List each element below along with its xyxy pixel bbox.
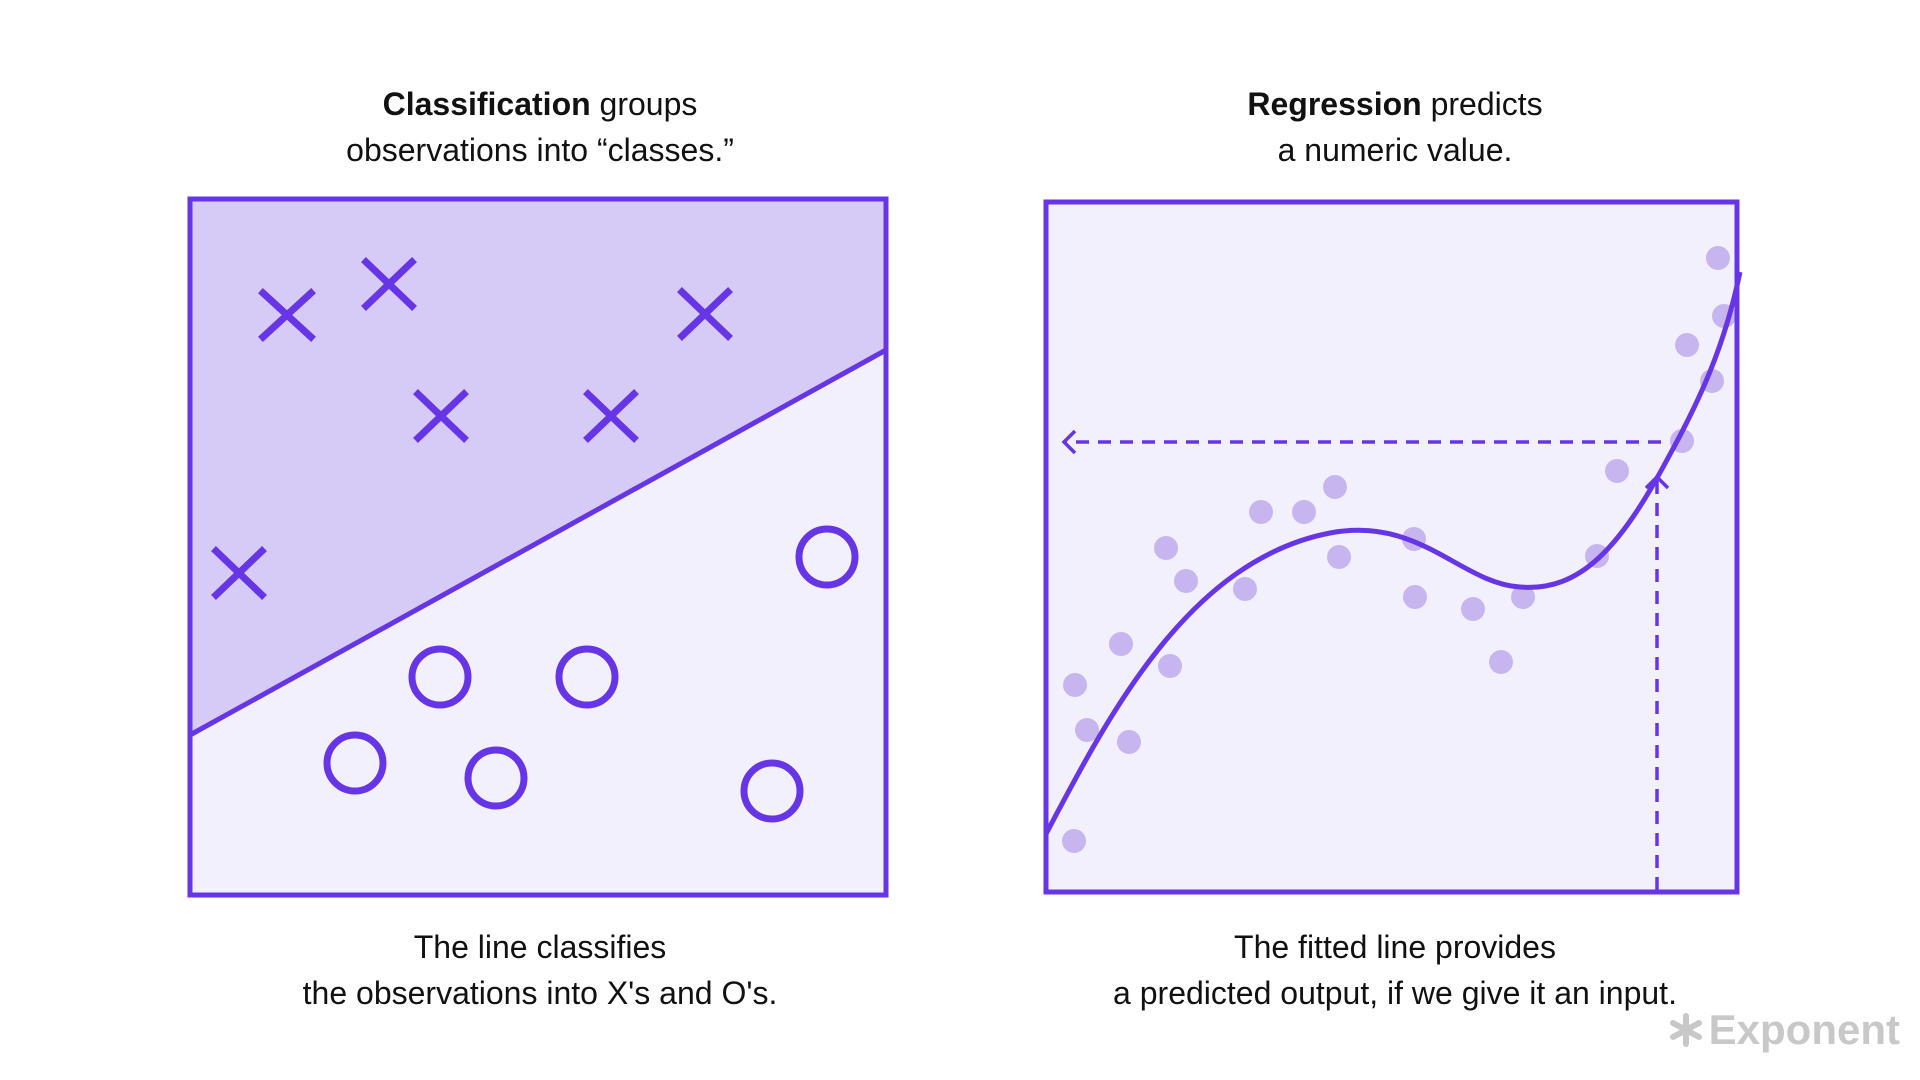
regression-title-line2: a numeric value. xyxy=(1277,132,1513,168)
data-point xyxy=(1605,459,1629,483)
x-markers xyxy=(211,257,733,600)
regression-title-bold: Regression xyxy=(1247,86,1422,122)
data-points xyxy=(1062,246,1736,853)
data-point xyxy=(1489,650,1513,674)
regression-panel xyxy=(1043,199,1743,895)
data-point xyxy=(1249,500,1273,524)
x-marker xyxy=(211,546,267,600)
classification-caption-line1: The line classifies xyxy=(413,929,667,965)
x-marker xyxy=(677,287,733,341)
data-point xyxy=(1403,585,1427,609)
regression-title-rest: predicts xyxy=(1421,86,1543,122)
o-marker xyxy=(555,645,619,709)
regression-title: Regression predicts a numeric value. xyxy=(1045,81,1745,173)
regression-caption-line1: The fitted line provides xyxy=(1234,929,1556,965)
x-marker xyxy=(361,257,417,311)
classification-upper-region xyxy=(190,199,886,735)
classification-title-line2: observations into “classes.” xyxy=(346,132,734,168)
x-marker xyxy=(413,389,469,443)
data-point xyxy=(1327,545,1351,569)
fitted-curve xyxy=(1043,271,1743,836)
x-marker xyxy=(258,288,316,342)
o-marker xyxy=(740,759,804,823)
data-point xyxy=(1233,577,1257,601)
classification-decision-line xyxy=(188,347,888,738)
classification-panel xyxy=(187,196,889,898)
data-point xyxy=(1117,730,1141,754)
data-point xyxy=(1511,585,1535,609)
o-marker xyxy=(464,746,528,810)
regression-background xyxy=(1046,202,1737,892)
classification-frame xyxy=(187,196,889,898)
o-marker xyxy=(323,731,387,795)
data-point xyxy=(1109,632,1133,656)
brand-name: Exponent xyxy=(1708,1006,1900,1053)
classification-title-bold: Classification xyxy=(382,86,591,122)
classification-title-rest: groups xyxy=(590,86,698,122)
data-point xyxy=(1158,654,1182,678)
asterisk-icon xyxy=(1669,1013,1702,1047)
data-point xyxy=(1461,597,1485,621)
o-markers xyxy=(323,525,859,823)
classification-title: Classification groups observations into … xyxy=(190,81,890,173)
data-point xyxy=(1062,829,1086,853)
data-point xyxy=(1323,475,1347,499)
data-point xyxy=(1706,246,1730,270)
data-point xyxy=(1174,569,1198,593)
o-marker xyxy=(408,645,472,709)
data-point xyxy=(1154,536,1178,560)
classification-caption: The line classifies the observations int… xyxy=(190,924,890,1016)
data-point xyxy=(1075,718,1099,742)
output-arrow-head xyxy=(1061,429,1077,455)
data-point xyxy=(1063,673,1087,697)
regression-frame xyxy=(1043,199,1740,895)
brand-watermark: Exponent xyxy=(1669,1006,1900,1054)
x-marker xyxy=(583,389,639,443)
data-point xyxy=(1675,333,1699,357)
regression-caption: The fitted line provides a predicted out… xyxy=(1045,924,1745,1016)
o-marker xyxy=(795,525,859,589)
classification-caption-line2: the observations into X's and O's. xyxy=(302,975,778,1011)
data-point xyxy=(1292,500,1316,524)
regression-caption-line2: a predicted output, if we give it an inp… xyxy=(1113,975,1677,1011)
